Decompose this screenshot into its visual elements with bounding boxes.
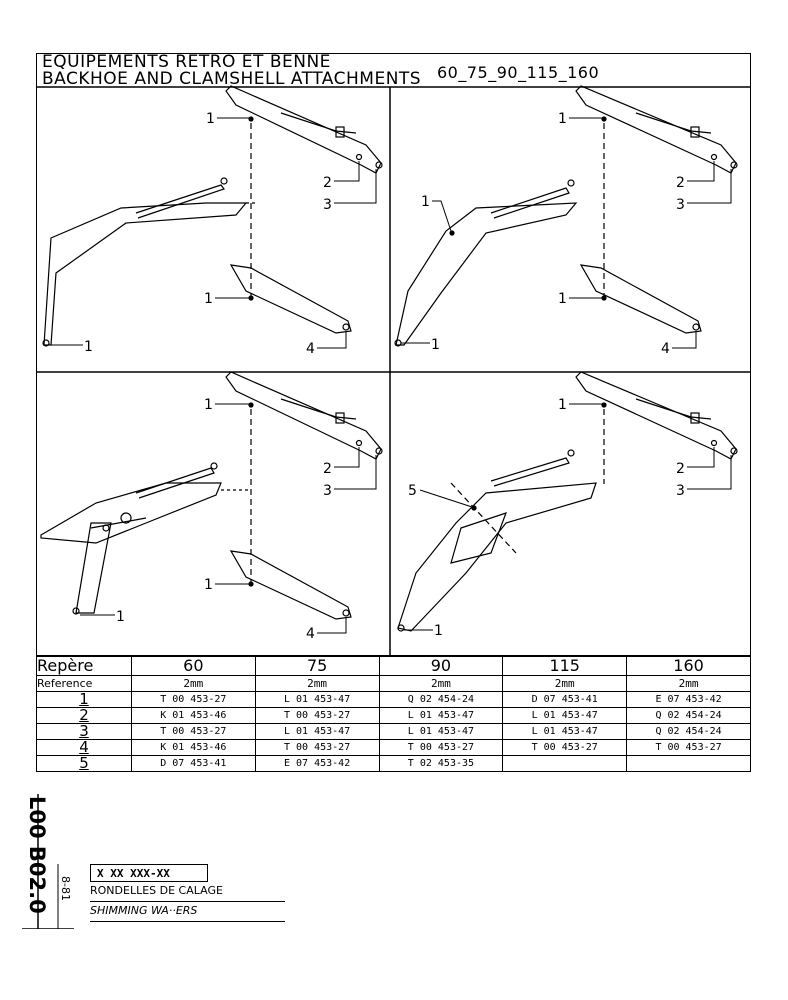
- callout-1: 1: [206, 111, 215, 127]
- table-row: 2 K 01 453-46 T 00 453-27 L 01 453-47 L …: [36, 707, 751, 724]
- document-code: L00 B02.0: [25, 796, 49, 914]
- column-header-reference: Reference: [36, 675, 132, 692]
- part-cell: L 01 453-47: [378, 707, 504, 724]
- callout-1: 1: [84, 339, 93, 355]
- part-cell: T 02 453-35: [378, 755, 504, 772]
- callout-1: 1: [421, 194, 430, 210]
- exploded-diagram: 1 2 3 1 4 1 1 2 3 1: [36, 85, 751, 657]
- callout-5: 5: [408, 483, 417, 499]
- part-cell: T 00 453-27: [130, 723, 256, 740]
- table-header-row: Repère 60 75 90 115 160: [36, 655, 751, 676]
- part-cell: D 07 453-41: [502, 691, 628, 708]
- thickness-cell: 2mm: [130, 675, 256, 692]
- callout-1: 1: [434, 623, 443, 639]
- thickness-cell: 2mm: [378, 675, 504, 692]
- part-cell: T 00 453-27: [626, 739, 751, 756]
- callout-2: 2: [676, 461, 685, 477]
- callout-4: 4: [306, 341, 315, 357]
- callout-1: 1: [558, 111, 567, 127]
- ref-number: 5: [36, 755, 132, 772]
- title-french: EQUIPEMENTS RETRO ET BENNE: [42, 52, 331, 72]
- part-cell: L 01 453-47: [502, 707, 628, 724]
- revision-date: 8-81: [59, 876, 72, 901]
- table-row: 3 T 00 453-27 L 01 453-47 L 01 453-47 L …: [36, 723, 751, 740]
- callout-2: 2: [676, 175, 685, 191]
- part-cell: T 00 453-27: [254, 739, 380, 756]
- document-code-block: L00 B02.0 8-81: [22, 794, 74, 929]
- thickness-cell: 2mm: [502, 675, 628, 692]
- part-cell: L 01 453-47: [254, 691, 380, 708]
- part-cell: E 07 453-42: [626, 691, 751, 708]
- description-french: RONDELLES DE CALAGE: [90, 884, 223, 897]
- parts-table: Repère 60 75 90 115 160 Reference 2mm 2m…: [36, 655, 751, 772]
- callout-4: 4: [306, 626, 315, 642]
- part-cell: T 00 453-27: [502, 739, 628, 756]
- model-header: 90: [378, 655, 504, 676]
- thickness-row: Reference 2mm 2mm 2mm 2mm 2mm: [36, 675, 751, 692]
- callout-4: 4: [661, 341, 670, 357]
- title-english: BACKHOE AND CLAMSHELL ATTACHMENTS: [42, 69, 422, 89]
- table-row: 5 D 07 453-41 E 07 453-42 T 02 453-35: [36, 755, 751, 772]
- callout-1: 1: [431, 337, 440, 353]
- part-cell: T 00 453-27: [130, 691, 256, 708]
- panel-bottom-left: [40, 371, 383, 620]
- part-cell: L 01 453-47: [502, 723, 628, 740]
- callouts-bottom-right: 1 2 3 5 1: [404, 397, 732, 639]
- part-cell: L 01 453-47: [378, 723, 504, 740]
- part-cell: [502, 755, 628, 772]
- callout-1: 1: [116, 609, 125, 625]
- description-english: SHIMMING WA··ERS: [90, 904, 198, 917]
- callout-3: 3: [323, 197, 332, 213]
- part-cell: D 07 453-41: [130, 755, 256, 772]
- part-cell: T 00 453-27: [378, 739, 504, 756]
- model-header: 160: [626, 655, 751, 676]
- table-row: 4 K 01 453-46 T 00 453-27 T 00 453-27 T …: [36, 739, 751, 756]
- part-cell: Q 02 454-24: [626, 723, 751, 740]
- callout-1: 1: [558, 291, 567, 307]
- part-cell: E 07 453-42: [254, 755, 380, 772]
- model-header: 115: [502, 655, 628, 676]
- divider: [90, 901, 285, 902]
- model-header: 75: [254, 655, 380, 676]
- callout-1: 1: [204, 577, 213, 593]
- callout-1: 1: [558, 397, 567, 413]
- callouts-top-right: 1 2 3 1 1 4 1: [401, 111, 732, 357]
- callout-2: 2: [323, 461, 332, 477]
- part-cell: L 01 453-47: [254, 723, 380, 740]
- callouts-top-left: 1 2 3 1 4 1: [50, 111, 377, 357]
- part-number: X XX XXX-XX: [90, 864, 208, 882]
- part-cell: Q 02 454-24: [378, 691, 504, 708]
- divider: [90, 921, 285, 922]
- part-cell: K 01 453-46: [130, 707, 256, 724]
- model-header: 60: [130, 655, 256, 676]
- callouts-bottom-left: 1 2 3 1 4 1: [80, 397, 377, 642]
- thickness-cell: 2mm: [626, 675, 751, 692]
- part-cell: T 00 453-27: [254, 707, 380, 724]
- callout-2: 2: [323, 175, 332, 191]
- callout-3: 3: [676, 483, 685, 499]
- column-header-repere: Repère: [36, 655, 132, 676]
- part-cell: K 01 453-46: [130, 739, 256, 756]
- panel-top-right: [394, 85, 738, 347]
- thickness-cell: 2mm: [254, 675, 380, 692]
- table-row: 1 T 00 453-27 L 01 453-47 Q 02 454-24 D …: [36, 691, 751, 708]
- callout-3: 3: [323, 483, 332, 499]
- model-list: 60_75_90_115_160: [437, 63, 600, 82]
- part-cell: Q 02 454-24: [626, 707, 751, 724]
- callout-3: 3: [676, 197, 685, 213]
- panel-top-left: [42, 85, 383, 347]
- callout-1: 1: [204, 397, 213, 413]
- callout-1: 1: [204, 291, 213, 307]
- panel-bottom-right: [397, 371, 738, 632]
- part-cell: [626, 755, 751, 772]
